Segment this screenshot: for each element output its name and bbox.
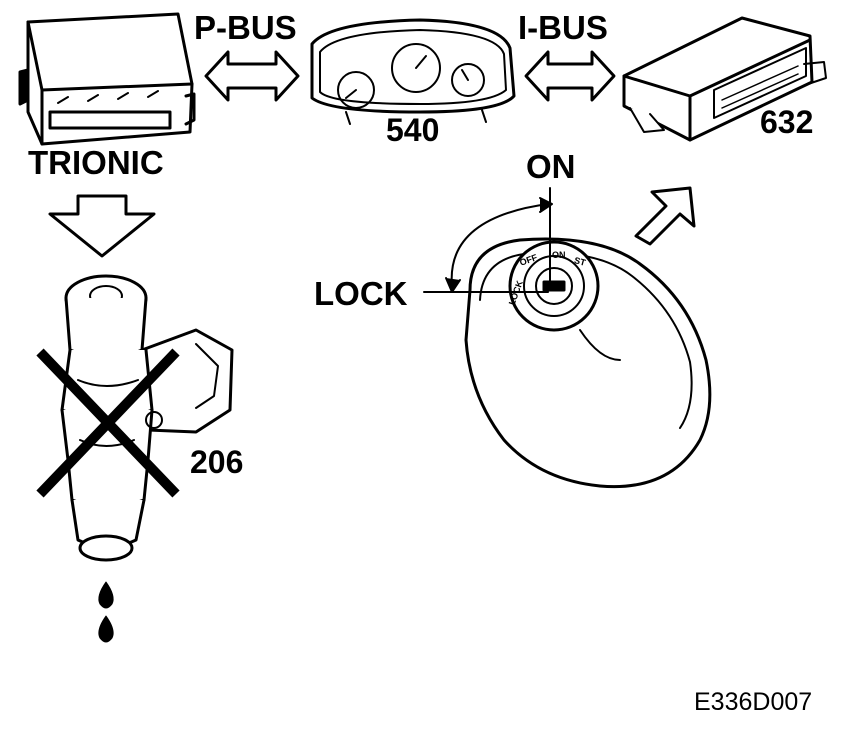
control-module-icon: [622, 16, 827, 142]
fuel-drop-icon-2: [98, 615, 114, 643]
p-bus-label: P-BUS: [194, 9, 297, 46]
figure-code-label: E336D007: [694, 688, 813, 716]
lock-label: LOCK: [314, 275, 408, 312]
scale-on: ON: [552, 250, 566, 260]
fuel-drop-icon: [98, 581, 114, 609]
trionic-label: TRIONIC: [28, 144, 164, 181]
ignition-switch-icon: [464, 237, 712, 489]
i-bus-label: I-BUS: [518, 9, 608, 46]
on-label: ON: [526, 148, 576, 185]
injector-number-label: 206: [190, 444, 244, 480]
fuel-injector-icon: [60, 274, 234, 562]
down-arrow-icon: [48, 194, 156, 258]
scale-st: ST: [573, 255, 587, 268]
cross-mark-icon: [36, 348, 180, 498]
up-right-arrow-icon: [634, 186, 696, 246]
control-module-number-label: 632: [760, 104, 814, 140]
trionic-ecu-icon: [18, 12, 196, 146]
instrument-number-label: 540: [386, 112, 440, 148]
p-bus-arrow-icon: [204, 50, 300, 102]
instrument-cluster-icon: [310, 18, 516, 125]
i-bus-arrow-icon: [524, 50, 616, 102]
